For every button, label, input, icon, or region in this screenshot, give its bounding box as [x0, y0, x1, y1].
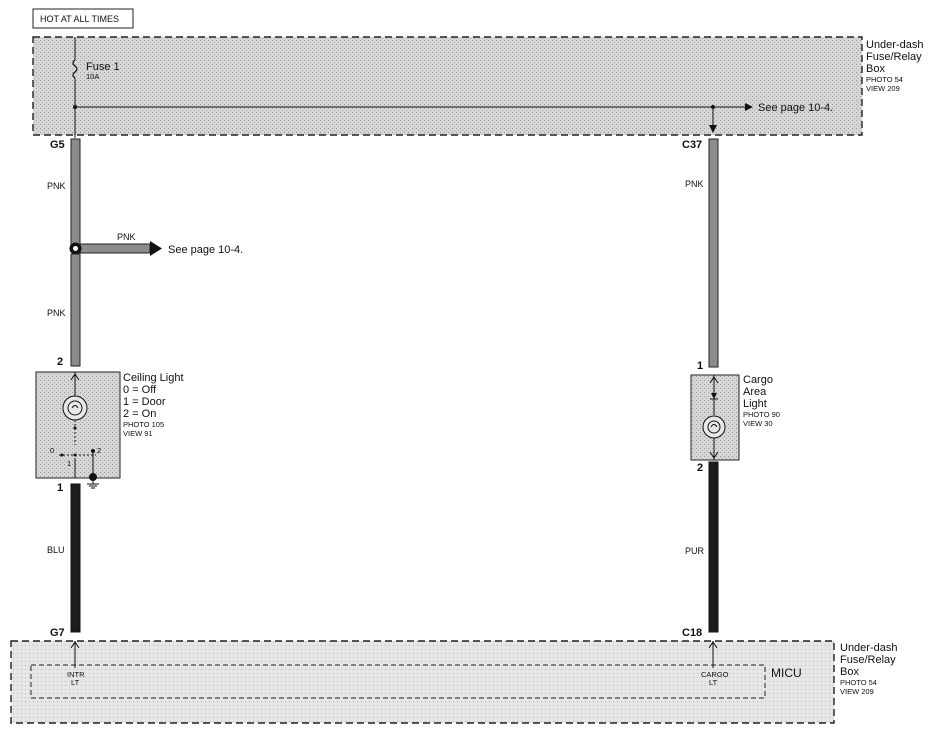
ceiling-light-title: Ceiling Light — [123, 372, 184, 384]
ceiling-pin-top: 2 — [57, 356, 63, 368]
wire-left-lower — [70, 483, 81, 633]
intr-label-line1: INTR — [67, 670, 85, 679]
cargo-title-line2: Area — [743, 386, 767, 398]
connector-c18: C18 — [682, 627, 702, 639]
cargo-pin-bottom: 2 — [697, 462, 703, 474]
top-box-title-line3: Box — [866, 63, 885, 75]
wire-left-upper-color: PNK — [47, 181, 66, 191]
switch-pos-1: 1 — [67, 459, 71, 468]
intr-label-line2: LT — [71, 678, 80, 687]
ceiling-view: VIEW 91 — [123, 429, 153, 438]
bottom-box-title-line2: Fuse/Relay — [840, 654, 896, 666]
cargo-lt-label-line1: CARGO — [701, 670, 729, 679]
wire-right-upper — [708, 138, 719, 368]
connector-g7: G7 — [50, 627, 65, 639]
ceiling-mode-1: 1 = Door — [123, 396, 166, 408]
cargo-title-line1: Cargo — [743, 374, 773, 386]
cargo-light-box — [690, 374, 740, 461]
ceiling-light-box — [35, 371, 121, 481]
ground-dot — [89, 473, 97, 481]
top-box-title-line1: Under-dash — [866, 39, 923, 51]
top-see-page-label: See page 10-4. — [758, 102, 833, 114]
connector-c37: C37 — [682, 139, 702, 151]
ceiling-pin-bottom: 1 — [57, 482, 63, 494]
cargo-lt-label-line2: LT — [709, 678, 718, 687]
wire-right-upper-color: PNK — [685, 179, 704, 189]
bottom-box-view: VIEW 209 — [840, 687, 874, 696]
fuse-symbol — [72, 59, 78, 79]
wire-left-upper — [70, 138, 81, 246]
wire-right-lower — [708, 461, 719, 633]
ceiling-mode-2: 2 = On — [123, 408, 156, 420]
wire-left-mid-color: PNK — [47, 308, 66, 318]
bottom-box-title-line3: Box — [840, 666, 859, 678]
cargo-title-line3: Light — [743, 398, 767, 410]
branch-wire-color: PNK — [117, 232, 136, 242]
fuse-relay-box-bottom — [10, 640, 835, 724]
ceiling-bulb-icon — [62, 395, 88, 421]
cargo-bulb-icon — [702, 415, 726, 439]
branch-see-page-label: See page 10-4. — [168, 244, 243, 256]
branch-splice — [69, 241, 162, 256]
ground-icon — [87, 481, 99, 489]
connector-g5: G5 — [50, 139, 65, 151]
top-box-view: VIEW 209 — [866, 84, 900, 93]
cargo-pin-top: 1 — [697, 360, 703, 372]
switch-pos-2: 2 — [97, 446, 101, 455]
wire-left-mid — [70, 253, 81, 367]
wire-left-lower-color: BLU — [47, 545, 65, 555]
switch-pos-0: 0 — [50, 446, 54, 455]
bottom-box-title-line1: Under-dash — [840, 642, 897, 654]
bottom-box-photo: PHOTO 54 — [840, 678, 877, 687]
hot-at-all-times-box — [32, 8, 134, 29]
top-box-title-line2: Fuse/Relay — [866, 51, 922, 63]
cargo-photo: PHOTO 90 — [743, 410, 780, 419]
fuse-name: Fuse 1 — [86, 61, 120, 73]
hot-at-all-times-label: HOT AT ALL TIMES — [40, 14, 119, 24]
ceiling-mode-0: 0 = Off — [123, 384, 157, 396]
micu-label: MICU — [771, 666, 802, 680]
fuse-relay-box-top — [32, 36, 863, 138]
fuse-rating: 10A — [86, 72, 99, 81]
top-box-photo: PHOTO 54 — [866, 75, 903, 84]
wire-right-lower-color: PUR — [685, 546, 705, 556]
cargo-diode-icon — [711, 393, 717, 399]
ceiling-photo: PHOTO 105 — [123, 420, 164, 429]
cargo-view: VIEW 30 — [743, 419, 773, 428]
